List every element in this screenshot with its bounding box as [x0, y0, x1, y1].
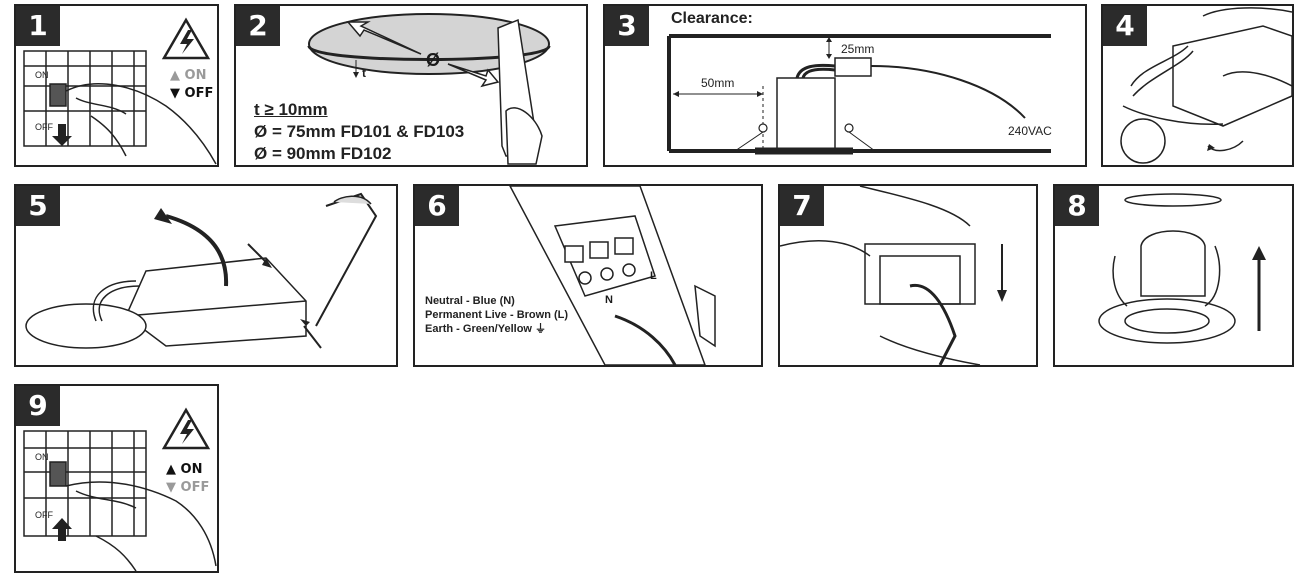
ceiling-cutout-illustration: [307, 13, 551, 165]
fitting-push-illustration: [1098, 193, 1266, 344]
arrow-down-icon: ▼: [170, 86, 180, 101]
step-number: 1: [16, 6, 60, 46]
switch-on-legend: ▲ ON: [170, 68, 207, 83]
side-clearance-label: 50mm: [701, 76, 735, 90]
terminal-l-label: L: [650, 270, 657, 282]
step-number: 4: [1103, 6, 1147, 46]
arrow-up-icon: ▲: [166, 462, 176, 477]
step-2-panel: 2 Ø t t ≥ 10mm Ø = 75mm FD101 & FD103 Ø …: [234, 4, 588, 167]
driver-connection-illustration: [1120, 7, 1292, 164]
step-8-panel: 8: [1053, 184, 1294, 367]
on-label: ON: [35, 452, 49, 462]
step-number: 6: [415, 186, 459, 226]
top-clearance-label: 25mm: [841, 42, 875, 56]
step-number: 8: [1055, 186, 1099, 226]
wire-earth: Earth - Green/Yellow ⏚: [425, 323, 547, 335]
switch-on-legend: ▲ ON: [166, 462, 203, 477]
step-number: 5: [16, 186, 60, 226]
step-9-panel: 9 ON OFF ▲ ON ▼ OFF: [14, 384, 219, 573]
thickness-spec: t ≥ 10mm: [254, 100, 328, 119]
terminal-n-label: N: [605, 294, 613, 306]
breaker-off-illustration: [23, 17, 217, 165]
step-6-panel: 6 N L Neutral - Blue (N) Permanent Live …: [413, 184, 763, 367]
clearance-diagram: [667, 34, 1051, 155]
off-label: OFF: [35, 122, 53, 132]
wiring-legend: Neutral - Blue (N) Permanent Live - Brow…: [425, 294, 568, 336]
step-number: 2: [236, 6, 280, 46]
driver-insert-illustration: [780, 186, 1007, 365]
diameter-spec-fd102: Ø = 90mm FD102: [254, 144, 392, 163]
step-number: 3: [605, 6, 649, 46]
diameter-symbol: Ø: [426, 50, 441, 70]
step-number: 9: [16, 386, 60, 426]
wire-neutral: Neutral - Blue (N): [425, 295, 515, 307]
breaker-on-illustration: [23, 407, 217, 571]
thickness-symbol: t: [362, 66, 366, 80]
step-7-panel: 7: [778, 184, 1038, 367]
step-4-panel: 4: [1101, 4, 1294, 167]
step-number: 7: [780, 186, 824, 226]
voltage-label: 240VAC: [1008, 124, 1052, 138]
step-5-panel: 5: [14, 184, 398, 367]
wire-live: Permanent Live - Brown (L): [425, 309, 569, 321]
switch-off-legend: ▼ OFF: [170, 86, 214, 101]
on-label: ON: [35, 70, 49, 80]
step-1-panel: 1 ON OFF ▲ ON ▼ OFF: [14, 4, 219, 167]
off-label: OFF: [35, 510, 53, 520]
diameter-spec-fd101-fd103: Ø = 75mm FD101 & FD103: [254, 122, 465, 141]
arrow-down-icon: ▼: [166, 480, 176, 495]
step-3-panel: 3 Clearance: 25mm 50mm 240VAC: [603, 4, 1087, 167]
driver-cover-illustration: [25, 192, 378, 349]
arrow-up-icon: ▲: [170, 68, 180, 83]
clearance-title: Clearance:: [671, 10, 753, 27]
terminal-block-illustration: [509, 186, 716, 365]
switch-off-legend: ▼ OFF: [166, 480, 210, 495]
